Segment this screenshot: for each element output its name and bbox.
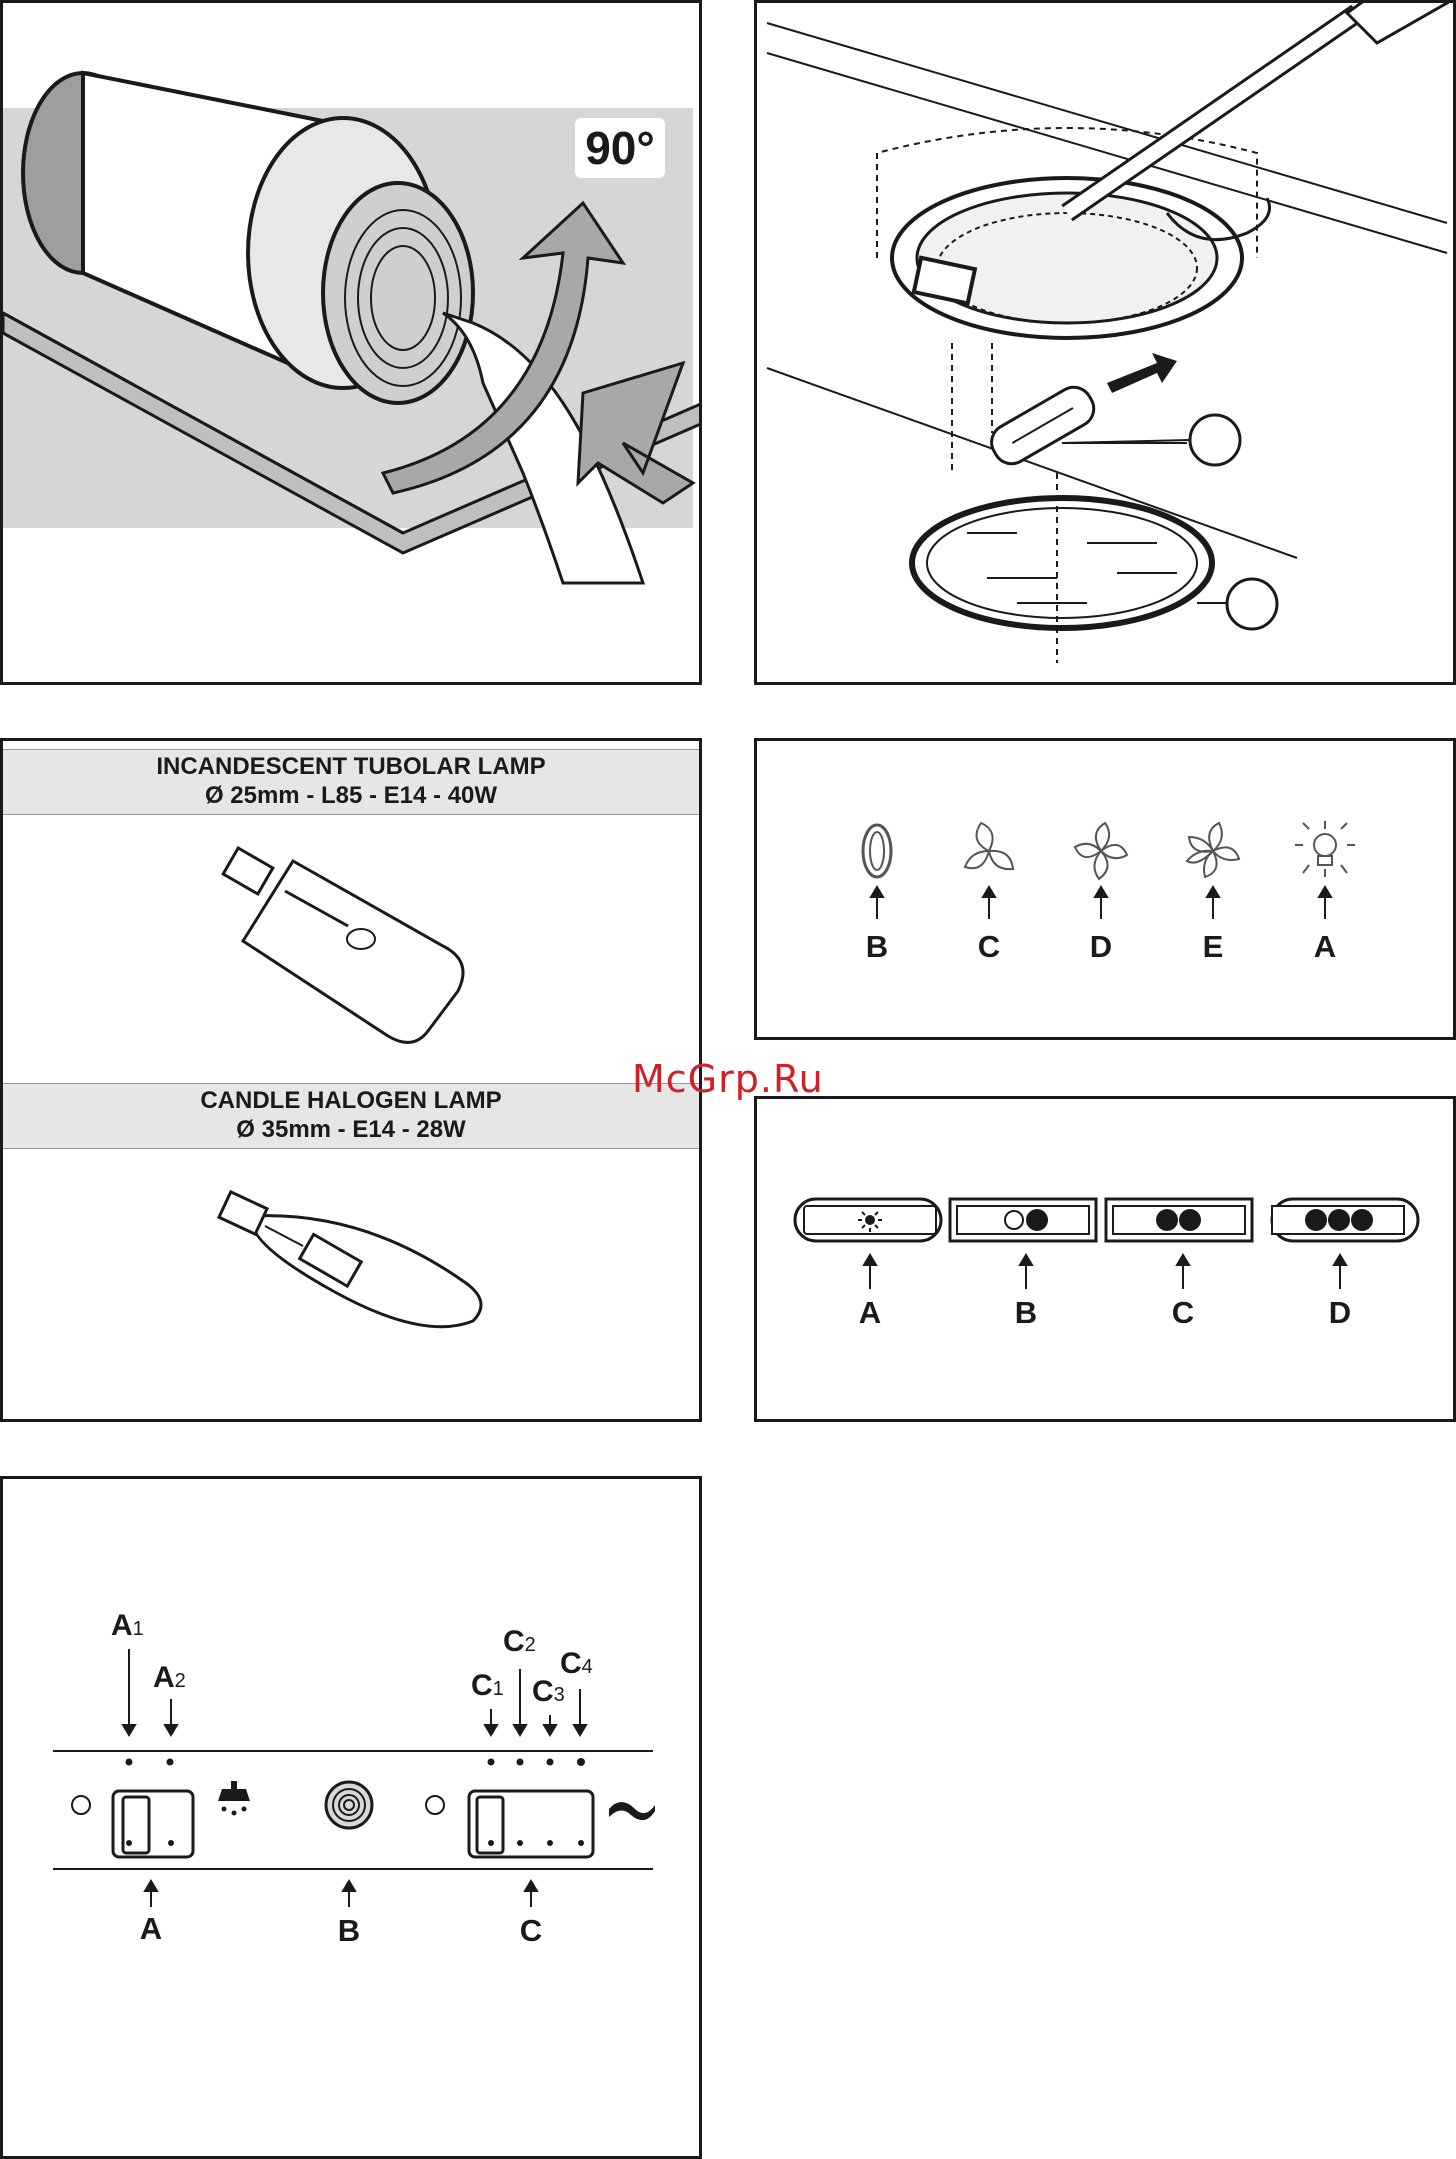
control-icons-illustration: [757, 741, 1456, 1040]
label-c1: C1: [471, 1669, 504, 1703]
rotary-label-d: D: [1071, 929, 1131, 965]
fan-symbol-icon: [609, 1802, 655, 1820]
halogen-lamp-header: CANDLE HALOGEN LAMP Ø 35mm - E14 - 28W: [3, 1083, 699, 1149]
push-label-a: A: [840, 1295, 900, 1331]
rotary-label-b: B: [847, 929, 907, 965]
rotate-lamp-illustration: [3, 3, 702, 685]
label-a2: A2: [153, 1661, 186, 1695]
speed-1-dot-empty: [1005, 1211, 1023, 1229]
label-c2: C2: [503, 1625, 536, 1659]
lamp-replacement-illustration: [757, 3, 1456, 685]
push-label-b: B: [996, 1295, 1056, 1331]
fan-speed-1-icon: [965, 823, 1013, 869]
rotary-label-c: C: [959, 929, 1019, 965]
knob-b: [326, 1782, 372, 1828]
fan-speed-3-icon: [1187, 823, 1239, 877]
halogen-lamp-title: CANDLE HALOGEN LAMP: [3, 1086, 699, 1115]
panel-slider-controls: A1 A2 C1 C2 C3 C4 A B C: [0, 1476, 702, 2159]
rotary-label-a: A: [1295, 929, 1355, 965]
slider-label-c: C: [501, 1913, 561, 1949]
lamp-types-illustration: [3, 741, 702, 1422]
candle-halogen-lamp-icon: [219, 1192, 481, 1327]
tubular-lamp-icon: [223, 848, 463, 1042]
slider-label-b: B: [319, 1913, 379, 1949]
slider-controls-illustration: [3, 1479, 702, 2159]
slider-label-a: A: [121, 1911, 181, 1947]
push-buttons-illustration: [757, 1099, 1456, 1422]
label-a1: A1: [111, 1609, 144, 1643]
panel-lamp-replacement: [754, 0, 1456, 685]
push-label-c: C: [1153, 1295, 1213, 1331]
watermark: McGrp.Ru: [632, 1057, 824, 1101]
lamp-symbol-icon: [218, 1781, 250, 1816]
angle-badge: 90°: [575, 118, 665, 178]
push-label-d: D: [1310, 1295, 1370, 1331]
light-icon: [1295, 821, 1355, 877]
halogen-lamp-spec: Ø 35mm - E14 - 28W: [3, 1115, 699, 1144]
label-c4: C4: [560, 1647, 593, 1681]
panel-rotate-lamp: 90°: [0, 0, 702, 685]
panel-push-buttons: A B C D: [754, 1096, 1456, 1422]
rotary-label-e: E: [1183, 929, 1243, 965]
speed-1-dot-full: [1026, 1209, 1048, 1231]
panel-control-icons: B C D E A: [754, 738, 1456, 1040]
panel-lamp-types: INCANDESCENT TUBOLAR LAMP Ø 25mm - L85 -…: [0, 738, 702, 1422]
fan-speed-2-icon: [1075, 823, 1127, 879]
